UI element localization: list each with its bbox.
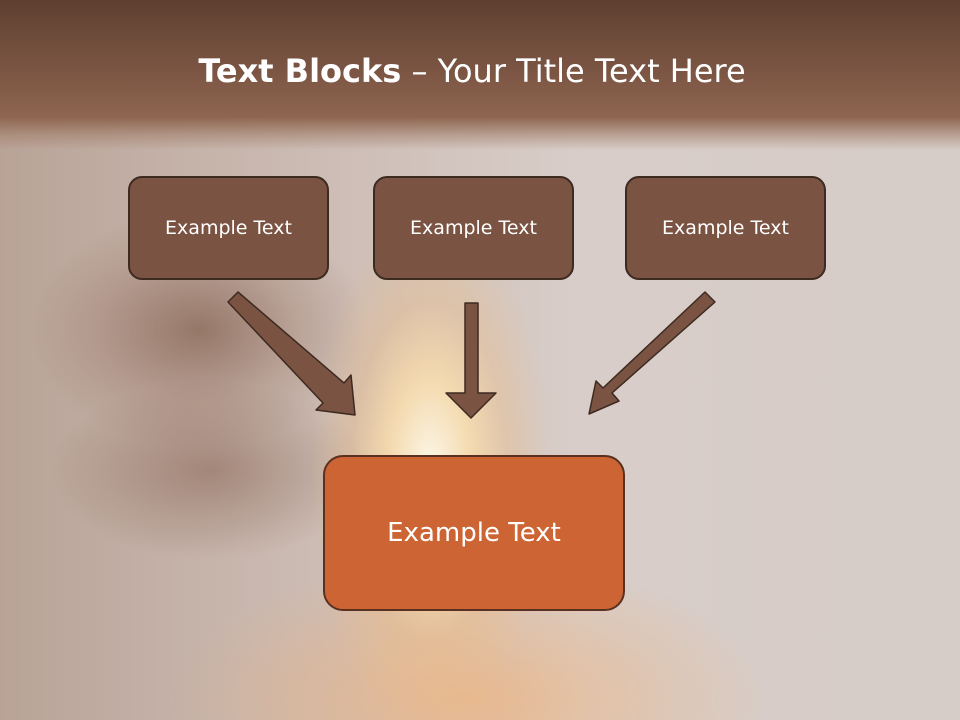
text-block-top-right[interactable]: Example Text: [625, 176, 826, 280]
text-block-main[interactable]: Example Text: [323, 455, 625, 611]
slide-title: Text Blocks – Your Title Text Here: [0, 52, 944, 90]
text-block-main-label: Example Text: [387, 518, 561, 548]
arrow-right: [588, 291, 716, 415]
title-bold: Text Blocks: [198, 52, 402, 90]
text-block-top-center-label: Example Text: [410, 217, 537, 239]
title-rest: Your Title Text Here: [437, 52, 746, 90]
title-dash: –: [401, 52, 438, 90]
arrow-center: [445, 302, 497, 419]
text-block-top-left-label: Example Text: [165, 217, 292, 239]
arrow-left: [227, 291, 356, 416]
text-block-top-center[interactable]: Example Text: [373, 176, 574, 280]
text-block-top-right-label: Example Text: [662, 217, 789, 239]
text-block-top-left[interactable]: Example Text: [128, 176, 329, 280]
header-band: [0, 0, 960, 150]
